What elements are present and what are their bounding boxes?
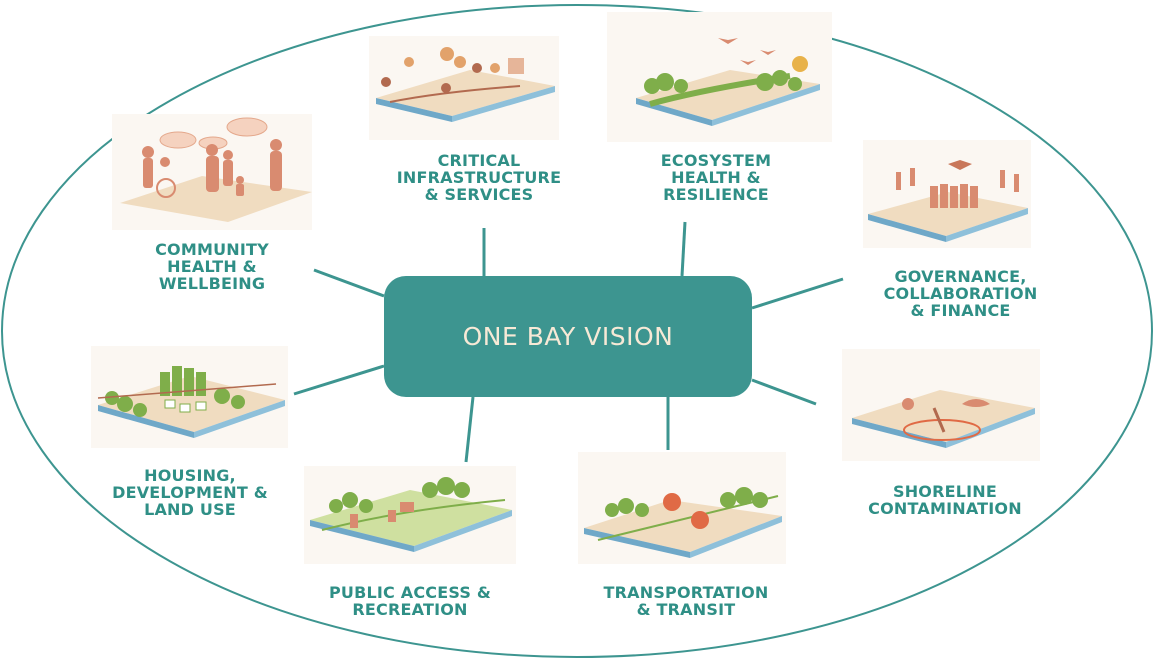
topic-label-housing: HOUSING, DEVELOPMENT & LAND USE: [112, 466, 268, 519]
center-box: ONE BAY VISION: [384, 276, 752, 397]
outer-ellipse: [1, 4, 1153, 658]
topic-label-infrastructure: CRITICAL INFRASTRUCTURE & SERVICES: [396, 151, 562, 204]
community-illustration: [112, 114, 312, 230]
topic-label-governance: GOVERNANCE, COLLABORATION & FINANCE: [883, 267, 1038, 320]
public-access-illustration: [304, 466, 516, 564]
shoreline-illustration: [842, 349, 1040, 461]
connector-public-access: [464, 396, 475, 463]
ecosystem-illustration: [607, 12, 832, 142]
connector-community: [313, 268, 385, 298]
connector-governance: [751, 277, 844, 310]
topic-label-community: COMMUNITY HEALTH & WELLBEING: [155, 240, 269, 293]
connector-lines: [293, 221, 844, 463]
connector-ecosystem: [680, 221, 687, 277]
governance-illustration: [863, 140, 1031, 248]
connector-housing: [293, 364, 385, 396]
connector-shoreline: [751, 378, 817, 406]
transportation-illustration: [578, 452, 786, 564]
topic-label-transportation: TRANSPORTATION & TRANSIT: [603, 583, 769, 619]
topic-label-public-access: PUBLIC ACCESS & RECREATION: [328, 583, 492, 619]
infrastructure-illustration: [369, 36, 559, 140]
topic-label-shoreline: SHORELINE CONTAMINATION: [868, 482, 1022, 518]
center-title: ONE BAY VISION: [462, 322, 674, 351]
housing-illustration: [91, 346, 288, 448]
topic-label-ecosystem: ECOSYSTEM HEALTH & RESILIENCE: [660, 151, 772, 204]
